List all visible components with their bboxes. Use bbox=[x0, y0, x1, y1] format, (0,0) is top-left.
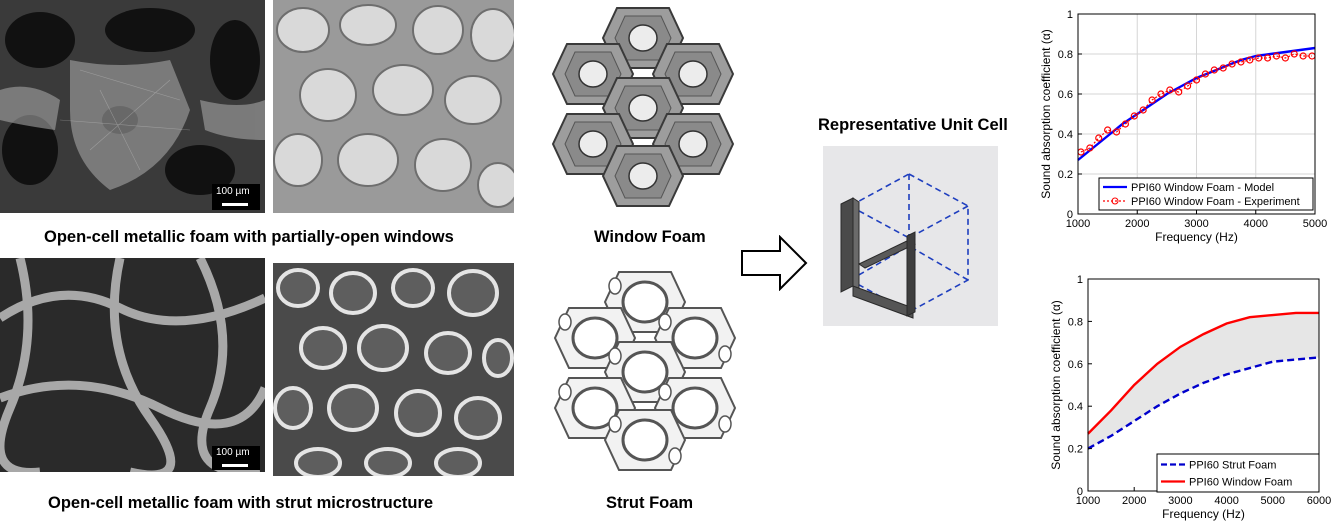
y-axis-label: Sound absorption coefficient (α) bbox=[1039, 29, 1053, 198]
y-tick-label: 0.8 bbox=[1058, 49, 1073, 61]
right-arrow-icon bbox=[741, 235, 808, 291]
window-foam-model bbox=[552, 7, 734, 207]
x-tick-label: 3000 bbox=[1184, 218, 1208, 230]
data-point bbox=[1290, 50, 1298, 58]
data-point bbox=[1104, 126, 1112, 134]
x-tick-label: 4000 bbox=[1214, 495, 1238, 507]
legend-label: PPI60 Window Foam bbox=[1189, 477, 1292, 489]
data-point bbox=[1139, 106, 1147, 114]
data-point bbox=[1281, 54, 1289, 62]
data-point bbox=[1272, 52, 1281, 60]
x-tick-label: 6000 bbox=[1307, 495, 1331, 507]
data-point bbox=[1255, 54, 1263, 62]
legend-label: PPI60 Strut Foam bbox=[1189, 460, 1276, 472]
y-tick-label: 1 bbox=[1067, 9, 1073, 21]
sem-strut-foam bbox=[0, 258, 265, 472]
chart-window-model-vs-experiment: 1000 2000 3000 4000 5000 0 0.2 0.4 0.6 0.8 1Freque… bbox=[1039, 9, 1327, 244]
legend-label: PPI60 Window Foam - Model bbox=[1131, 182, 1274, 194]
y-tick-label: 0.4 bbox=[1058, 129, 1073, 141]
scale-bar-label-2: 100 µm bbox=[216, 447, 250, 458]
y-tick-label: 0 bbox=[1077, 486, 1083, 498]
series-line-0 bbox=[1087, 356, 1320, 450]
scale-bar-label-1: 100 µm bbox=[216, 186, 250, 197]
x-tick-label: 3000 bbox=[1168, 495, 1192, 507]
x-axis-label: Frequency (Hz) bbox=[1162, 507, 1245, 521]
data-point bbox=[1237, 58, 1245, 66]
data-point bbox=[1130, 112, 1138, 120]
y-tick-label: 0.6 bbox=[1058, 89, 1073, 101]
data-point bbox=[1157, 90, 1165, 98]
y-axis-label: Sound absorption coefficient (α) bbox=[1049, 300, 1063, 469]
caption-window-microstructure: Open-cell metallic foam with partially-o… bbox=[44, 228, 454, 246]
chart-strut-vs-window: 1000 2000 3000 4000 5000 6000 0 0.2 0.4 0.6 0.8 1Fr… bbox=[1049, 274, 1331, 521]
data-point bbox=[1148, 96, 1156, 104]
y-tick-label: 0.8 bbox=[1068, 316, 1083, 328]
x-tick-label: 1000 bbox=[1076, 495, 1100, 507]
sem-window-foam bbox=[0, 0, 265, 213]
legend-box bbox=[1156, 453, 1320, 493]
series-line-1 bbox=[1087, 311, 1319, 435]
y-tick-label: 0.2 bbox=[1068, 444, 1083, 456]
data-point bbox=[1095, 134, 1103, 142]
legend-label: PPI60 Window Foam - Experiment bbox=[1131, 196, 1300, 208]
data-point bbox=[1086, 144, 1094, 152]
data-point bbox=[1299, 52, 1307, 60]
caption-strut-foam: Strut Foam bbox=[606, 494, 694, 512]
x-tick-label: 5000 bbox=[1303, 218, 1327, 230]
unit-cell-diagram bbox=[823, 146, 998, 326]
data-point bbox=[1112, 128, 1121, 136]
x-axis-label: Frequency (Hz) bbox=[1155, 230, 1238, 244]
data-point bbox=[1210, 66, 1218, 74]
data-point bbox=[1228, 60, 1236, 68]
data-point bbox=[1219, 64, 1227, 72]
fill-between-area bbox=[1088, 312, 1319, 449]
data-point bbox=[1201, 70, 1209, 78]
data-point bbox=[1246, 56, 1254, 64]
ct-strut-foam bbox=[273, 263, 514, 476]
y-tick-label: 0.6 bbox=[1068, 359, 1083, 371]
caption-window-foam: Window Foam bbox=[594, 228, 706, 246]
caption-unit-cell: Representative Unit Cell bbox=[818, 116, 1008, 134]
caption-strut-microstructure: Open-cell metallic foam with strut micro… bbox=[48, 494, 434, 512]
x-tick-label: 1000 bbox=[1066, 218, 1090, 230]
strut-foam-model bbox=[553, 270, 737, 472]
y-tick-label: 0.4 bbox=[1068, 401, 1083, 413]
data-point bbox=[1192, 76, 1201, 84]
x-tick-label: 4000 bbox=[1244, 218, 1268, 230]
data-point bbox=[1175, 88, 1183, 96]
y-tick-label: 1 bbox=[1077, 274, 1083, 286]
x-tick-label: 2000 bbox=[1122, 495, 1146, 507]
legend-marker bbox=[1111, 197, 1119, 205]
x-tick-label: 2000 bbox=[1125, 218, 1149, 230]
data-point bbox=[1264, 54, 1272, 62]
data-point bbox=[1184, 82, 1192, 90]
x-tick-label: 5000 bbox=[1261, 495, 1285, 507]
legend-box bbox=[1098, 177, 1314, 211]
y-tick-label: 0 bbox=[1067, 209, 1073, 221]
ct-window-foam bbox=[273, 0, 514, 213]
data-point bbox=[1121, 120, 1130, 128]
y-tick-label: 0.2 bbox=[1058, 169, 1073, 181]
data-point bbox=[1166, 86, 1174, 94]
